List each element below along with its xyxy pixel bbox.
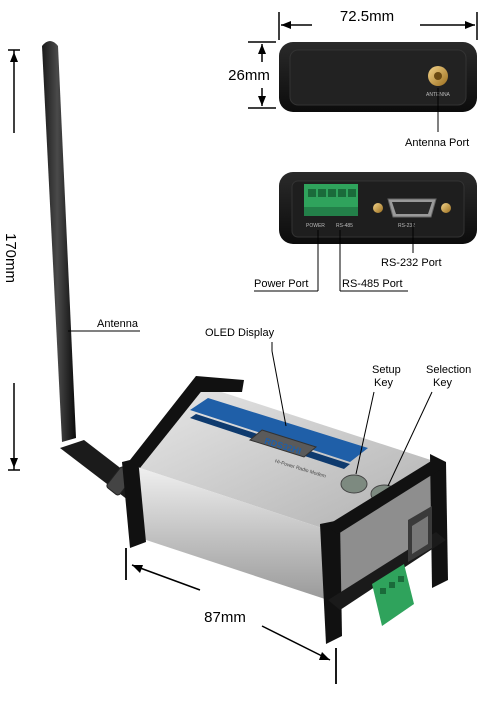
setup-key[interactable]: [340, 474, 368, 494]
length-dimension: 87mm: [125, 548, 337, 684]
antenna-whip: [42, 41, 76, 442]
oled-display-label: OLED Display: [205, 327, 275, 339]
panel-mark-rs232: RS-232: [398, 223, 415, 229]
device-front-face: [134, 466, 328, 600]
antenna-port-label: Antenna Port: [405, 137, 469, 149]
connector-end-view: POWER RS-485 RS-232: [279, 172, 477, 244]
antenna-length-dimension: 170mm: [2, 49, 20, 471]
width-dimension: 72.5mm: [278, 8, 478, 40]
length-label: 87mm: [204, 609, 246, 626]
oled-screen: [248, 429, 318, 458]
db9-screw-right: [441, 203, 451, 213]
setup-key-label-line2: Key: [374, 377, 393, 389]
rs232-port-label: RS-232 Port: [381, 257, 442, 269]
blue-stripe: [190, 398, 368, 462]
right-end-cap-front: [320, 520, 342, 644]
antenna-label: Antenna: [97, 318, 139, 330]
rs485-port-label: RS-485 Port: [342, 278, 403, 290]
width-label: 72.5mm: [340, 8, 394, 25]
height-end-label: 26mm: [228, 67, 270, 84]
setup-key-label-line1: Setup: [372, 364, 401, 376]
power-port-label: Power Port: [254, 278, 308, 290]
main-device: RDS32HI Hi-Power Radio Modem: [42, 41, 448, 644]
height-end-dimension: 26mm: [228, 41, 276, 109]
selection-key-label-line2: Key: [433, 377, 452, 389]
panel-mark-power: POWER: [306, 223, 325, 229]
db9-screw-left: [373, 203, 383, 213]
antenna-end-face: [289, 49, 467, 106]
panel-mark-rs485: RS-485: [336, 223, 353, 229]
device-right-face: [328, 462, 437, 600]
antenna-end-view: ANTENNA: [279, 42, 477, 112]
selection-key-label-line1: Selection: [426, 364, 471, 376]
left-end-cap: [122, 458, 146, 548]
right-end-cap-back: [430, 454, 448, 588]
antenna-length-label: 170mm: [2, 233, 19, 283]
